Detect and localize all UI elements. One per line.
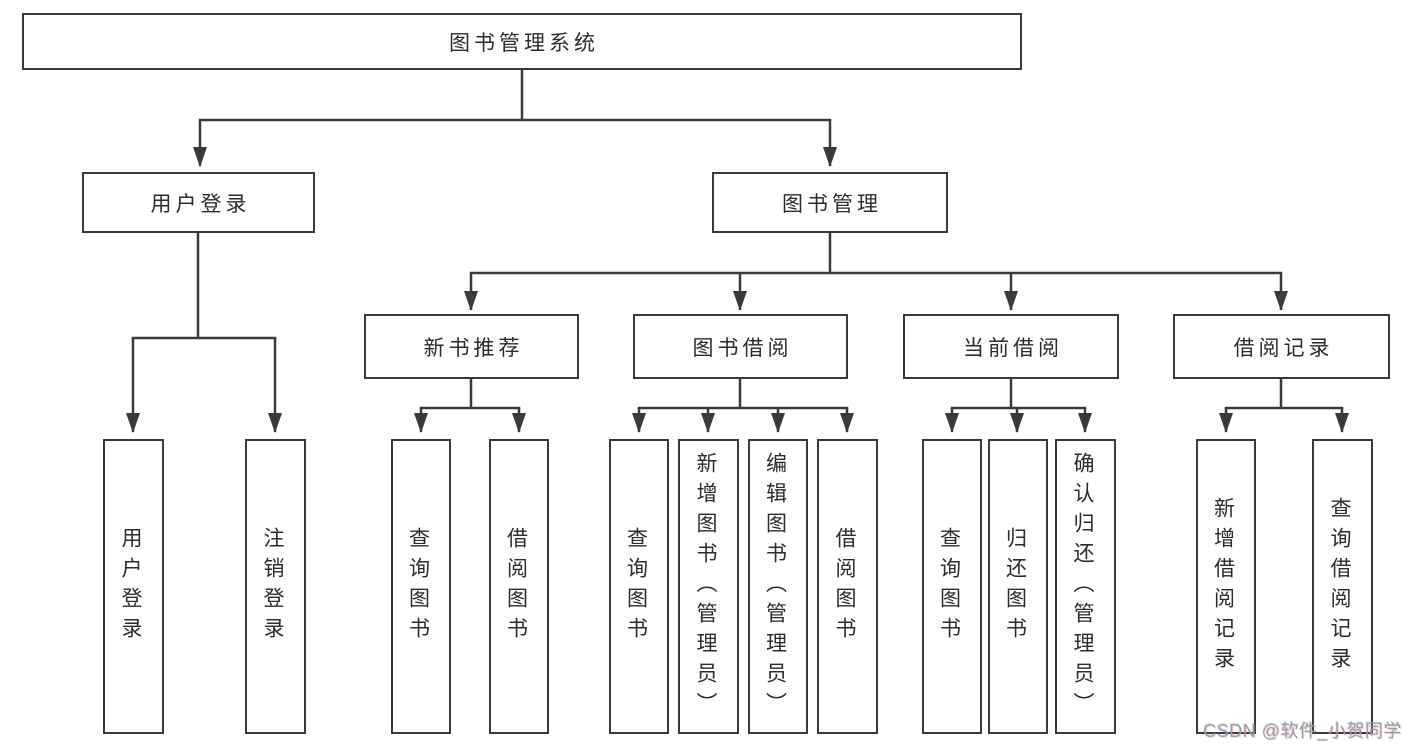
- leaf-return-books: 归还图书: [988, 439, 1048, 734]
- node-label: 图书管理: [782, 192, 882, 216]
- node-new-book-recommend: 新书推荐: [364, 314, 579, 379]
- node-book-management: 图书管理: [712, 172, 948, 233]
- leaf-label: 归还图书: [1003, 526, 1027, 647]
- leaf-borrow-books: 借阅图书: [489, 439, 549, 734]
- leaf-label: 查询借阅记录: [1328, 496, 1351, 677]
- node-borrowing-records: 借阅记录: [1173, 314, 1390, 379]
- node-user-login: 用户登录: [82, 172, 315, 233]
- node-label: 用户登录: [150, 192, 251, 216]
- leaf-query-books: 查询图书: [391, 439, 451, 734]
- leaf-borrow-books-2: 借阅图书: [817, 439, 878, 734]
- leaf-label: 查询图书: [937, 526, 961, 647]
- node-label: 当前借阅: [963, 336, 1063, 360]
- leaf-label: 注销登录: [261, 526, 284, 647]
- node-label: 借阅记录: [1233, 336, 1334, 360]
- leaf-label: 查询图书: [624, 526, 648, 647]
- leaf-query-books-3: 查询图书: [922, 439, 982, 734]
- leaf-label: 新增借阅记录: [1211, 496, 1235, 677]
- node-current-borrowing: 当前借阅: [903, 314, 1119, 379]
- node-label: 图书借阅: [692, 336, 793, 360]
- leaf-confirm-return-admin: 确认归还（管理员）: [1055, 439, 1116, 734]
- leaf-label: 确认归还（管理员）: [1071, 451, 1094, 722]
- leaf-label: 新增图书（管理员）: [694, 451, 717, 722]
- leaf-user-login: 用户登录: [103, 439, 164, 734]
- leaf-logout: 注销登录: [245, 439, 306, 734]
- leaf-label: 查询图书: [406, 526, 430, 647]
- leaf-query-books-2: 查询图书: [609, 439, 669, 734]
- node-library-management-system: 图书管理系统: [22, 13, 1022, 70]
- watermark: CSDN @软件_小贺同学: [1203, 721, 1402, 741]
- node-book-borrowing: 图书借阅: [633, 314, 848, 379]
- node-label: 新书推荐: [423, 336, 524, 360]
- leaf-label: 用户登录: [119, 526, 142, 647]
- leaf-query-borrow-record: 查询借阅记录: [1312, 439, 1373, 734]
- leaf-add-borrow-record: 新增借阅记录: [1196, 439, 1256, 734]
- leaf-label: 借阅图书: [504, 526, 528, 647]
- node-label: 图书管理系统: [449, 31, 599, 55]
- leaf-edit-books-admin: 编辑图书（管理员）: [748, 439, 808, 734]
- leaf-label: 编辑图书（管理员）: [763, 451, 787, 722]
- leaf-label: 借阅图书: [833, 526, 856, 647]
- leaf-add-books-admin: 新增图书（管理员）: [678, 439, 739, 734]
